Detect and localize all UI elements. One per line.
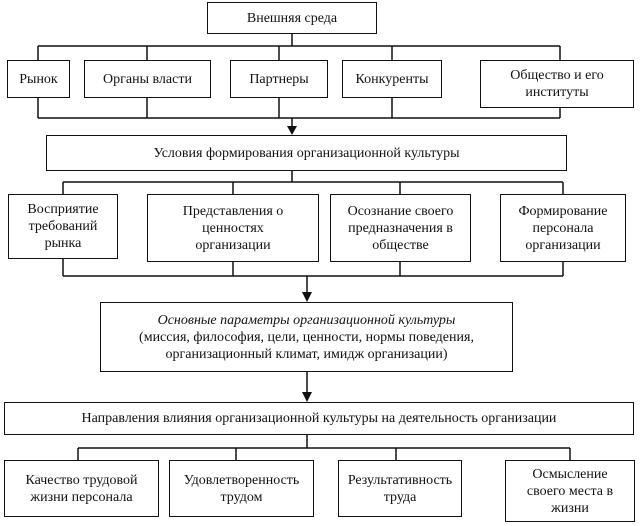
label: Осознание своего предназначения в общест…: [347, 203, 454, 253]
label: Условия формирования организационной кул…: [153, 145, 460, 161]
box-effectiveness: Результативность труда: [338, 460, 462, 517]
label: Формирование персонала организации: [518, 203, 608, 253]
label: Направления влияния организационной куль…: [81, 411, 557, 426]
box-satisfaction: Удовлетворенность трудом: [169, 460, 314, 517]
parameters-title: Основные параметры организационной культ…: [157, 312, 456, 328]
label: Рынок: [19, 71, 58, 87]
box-meaning: Осмысление своего места в жизни: [505, 460, 635, 522]
box-society: Общество и его институты: [480, 60, 634, 108]
box-purpose: Осознание своего предназначения в общест…: [330, 194, 471, 262]
box-perception: Восприятие требований рынка: [8, 194, 118, 259]
box-external-environment: Внешняя среда: [207, 2, 377, 34]
label: Органы власти: [103, 71, 192, 87]
box-parameters: Основные параметры организационной культ…: [100, 302, 513, 372]
label: Осмысление своего места в жизни: [526, 466, 614, 516]
box-values: Представления о ценностях организации: [147, 194, 319, 262]
box-competitors: Конкуренты: [342, 60, 442, 98]
box-directions: Направления влияния организационной куль…: [4, 402, 634, 435]
label: Представления о ценностях организации: [182, 203, 284, 253]
label: Удовлетворенность трудом: [183, 472, 300, 505]
box-authorities: Органы власти: [84, 60, 211, 98]
parameters-details: (миссия, философия, цели, ценности, норм…: [139, 329, 474, 362]
label: Качество трудовой жизни персонала: [25, 472, 138, 505]
label: Партнеры: [249, 71, 309, 87]
box-personnel: Формирование персонала организации: [500, 194, 626, 262]
label: Восприятие требований рынка: [27, 202, 99, 251]
box-conditions: Условия формирования организационной кул…: [46, 135, 567, 171]
box-market: Рынок: [7, 60, 70, 98]
label: Конкуренты: [355, 71, 429, 87]
label: Результативность труда: [347, 472, 453, 505]
label: Общество и его институты: [510, 68, 604, 100]
box-quality: Качество трудовой жизни персонала: [4, 460, 159, 517]
label: Внешняя среда: [246, 10, 338, 26]
box-partners: Партнеры: [230, 60, 328, 98]
